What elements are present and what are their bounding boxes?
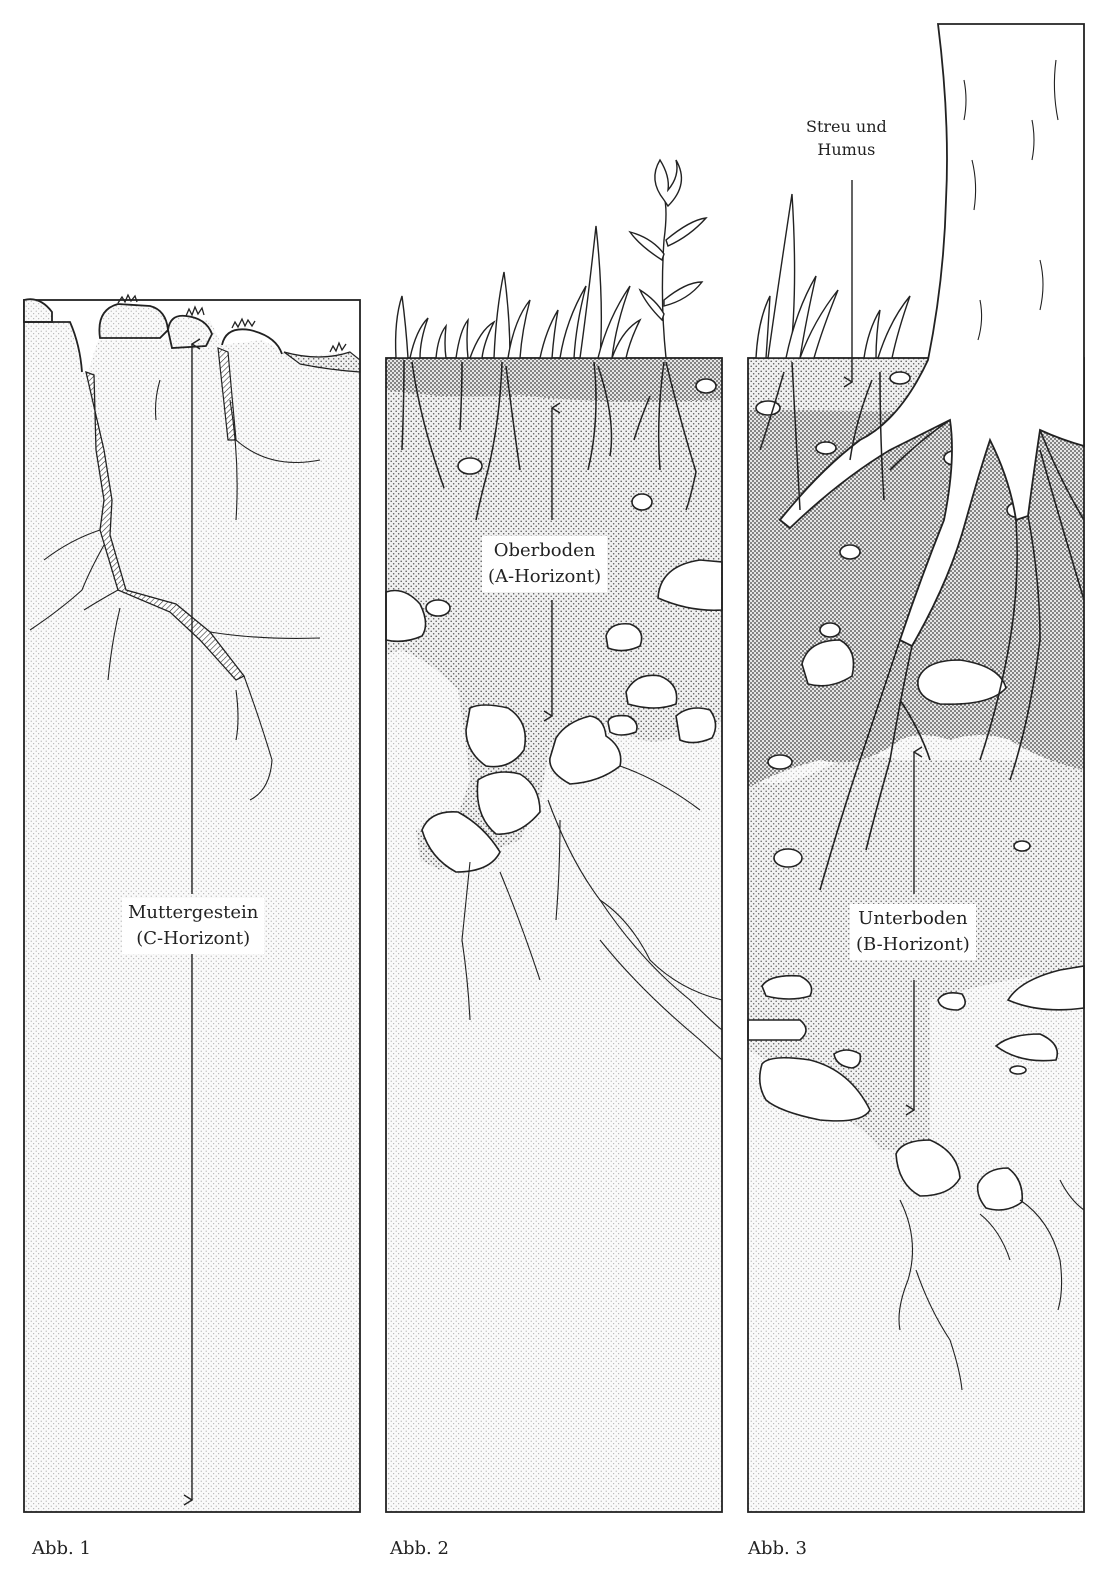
label-oberboden-line1: Oberboden <box>493 540 596 561</box>
tree-trunk <box>778 23 1085 648</box>
caption-figure-1: Abb. 1 <box>32 1538 91 1559</box>
label-streu-humus-line1: Streu und <box>806 117 887 136</box>
label-oberboden-line2: (A-Horizont) <box>488 566 602 587</box>
label-muttergestein-line1: Muttergestein <box>128 902 259 923</box>
label-streu-humus: Streu und Humus <box>802 114 891 162</box>
label-streu-humus-line2: Humus <box>817 140 876 159</box>
panel-1-frame <box>23 299 361 1513</box>
panel-3-frame <box>747 357 1085 1513</box>
panel-2-frame <box>385 357 723 1513</box>
label-unterboden-line1: Unterboden <box>858 908 968 929</box>
label-unterboden: Unterboden (B-Horizont) <box>850 904 976 960</box>
label-oberboden: Oberboden (A-Horizont) <box>482 536 608 592</box>
label-unterboden-line2: (B-Horizont) <box>856 934 970 955</box>
caption-figure-3: Abb. 3 <box>748 1538 807 1559</box>
label-muttergestein-line2: (C-Horizont) <box>136 928 251 949</box>
caption-figure-2: Abb. 2 <box>390 1538 449 1559</box>
panel-3 <box>747 23 1085 1513</box>
label-muttergestein: Muttergestein (C-Horizont) <box>122 898 265 954</box>
panel-2 <box>385 158 723 1513</box>
